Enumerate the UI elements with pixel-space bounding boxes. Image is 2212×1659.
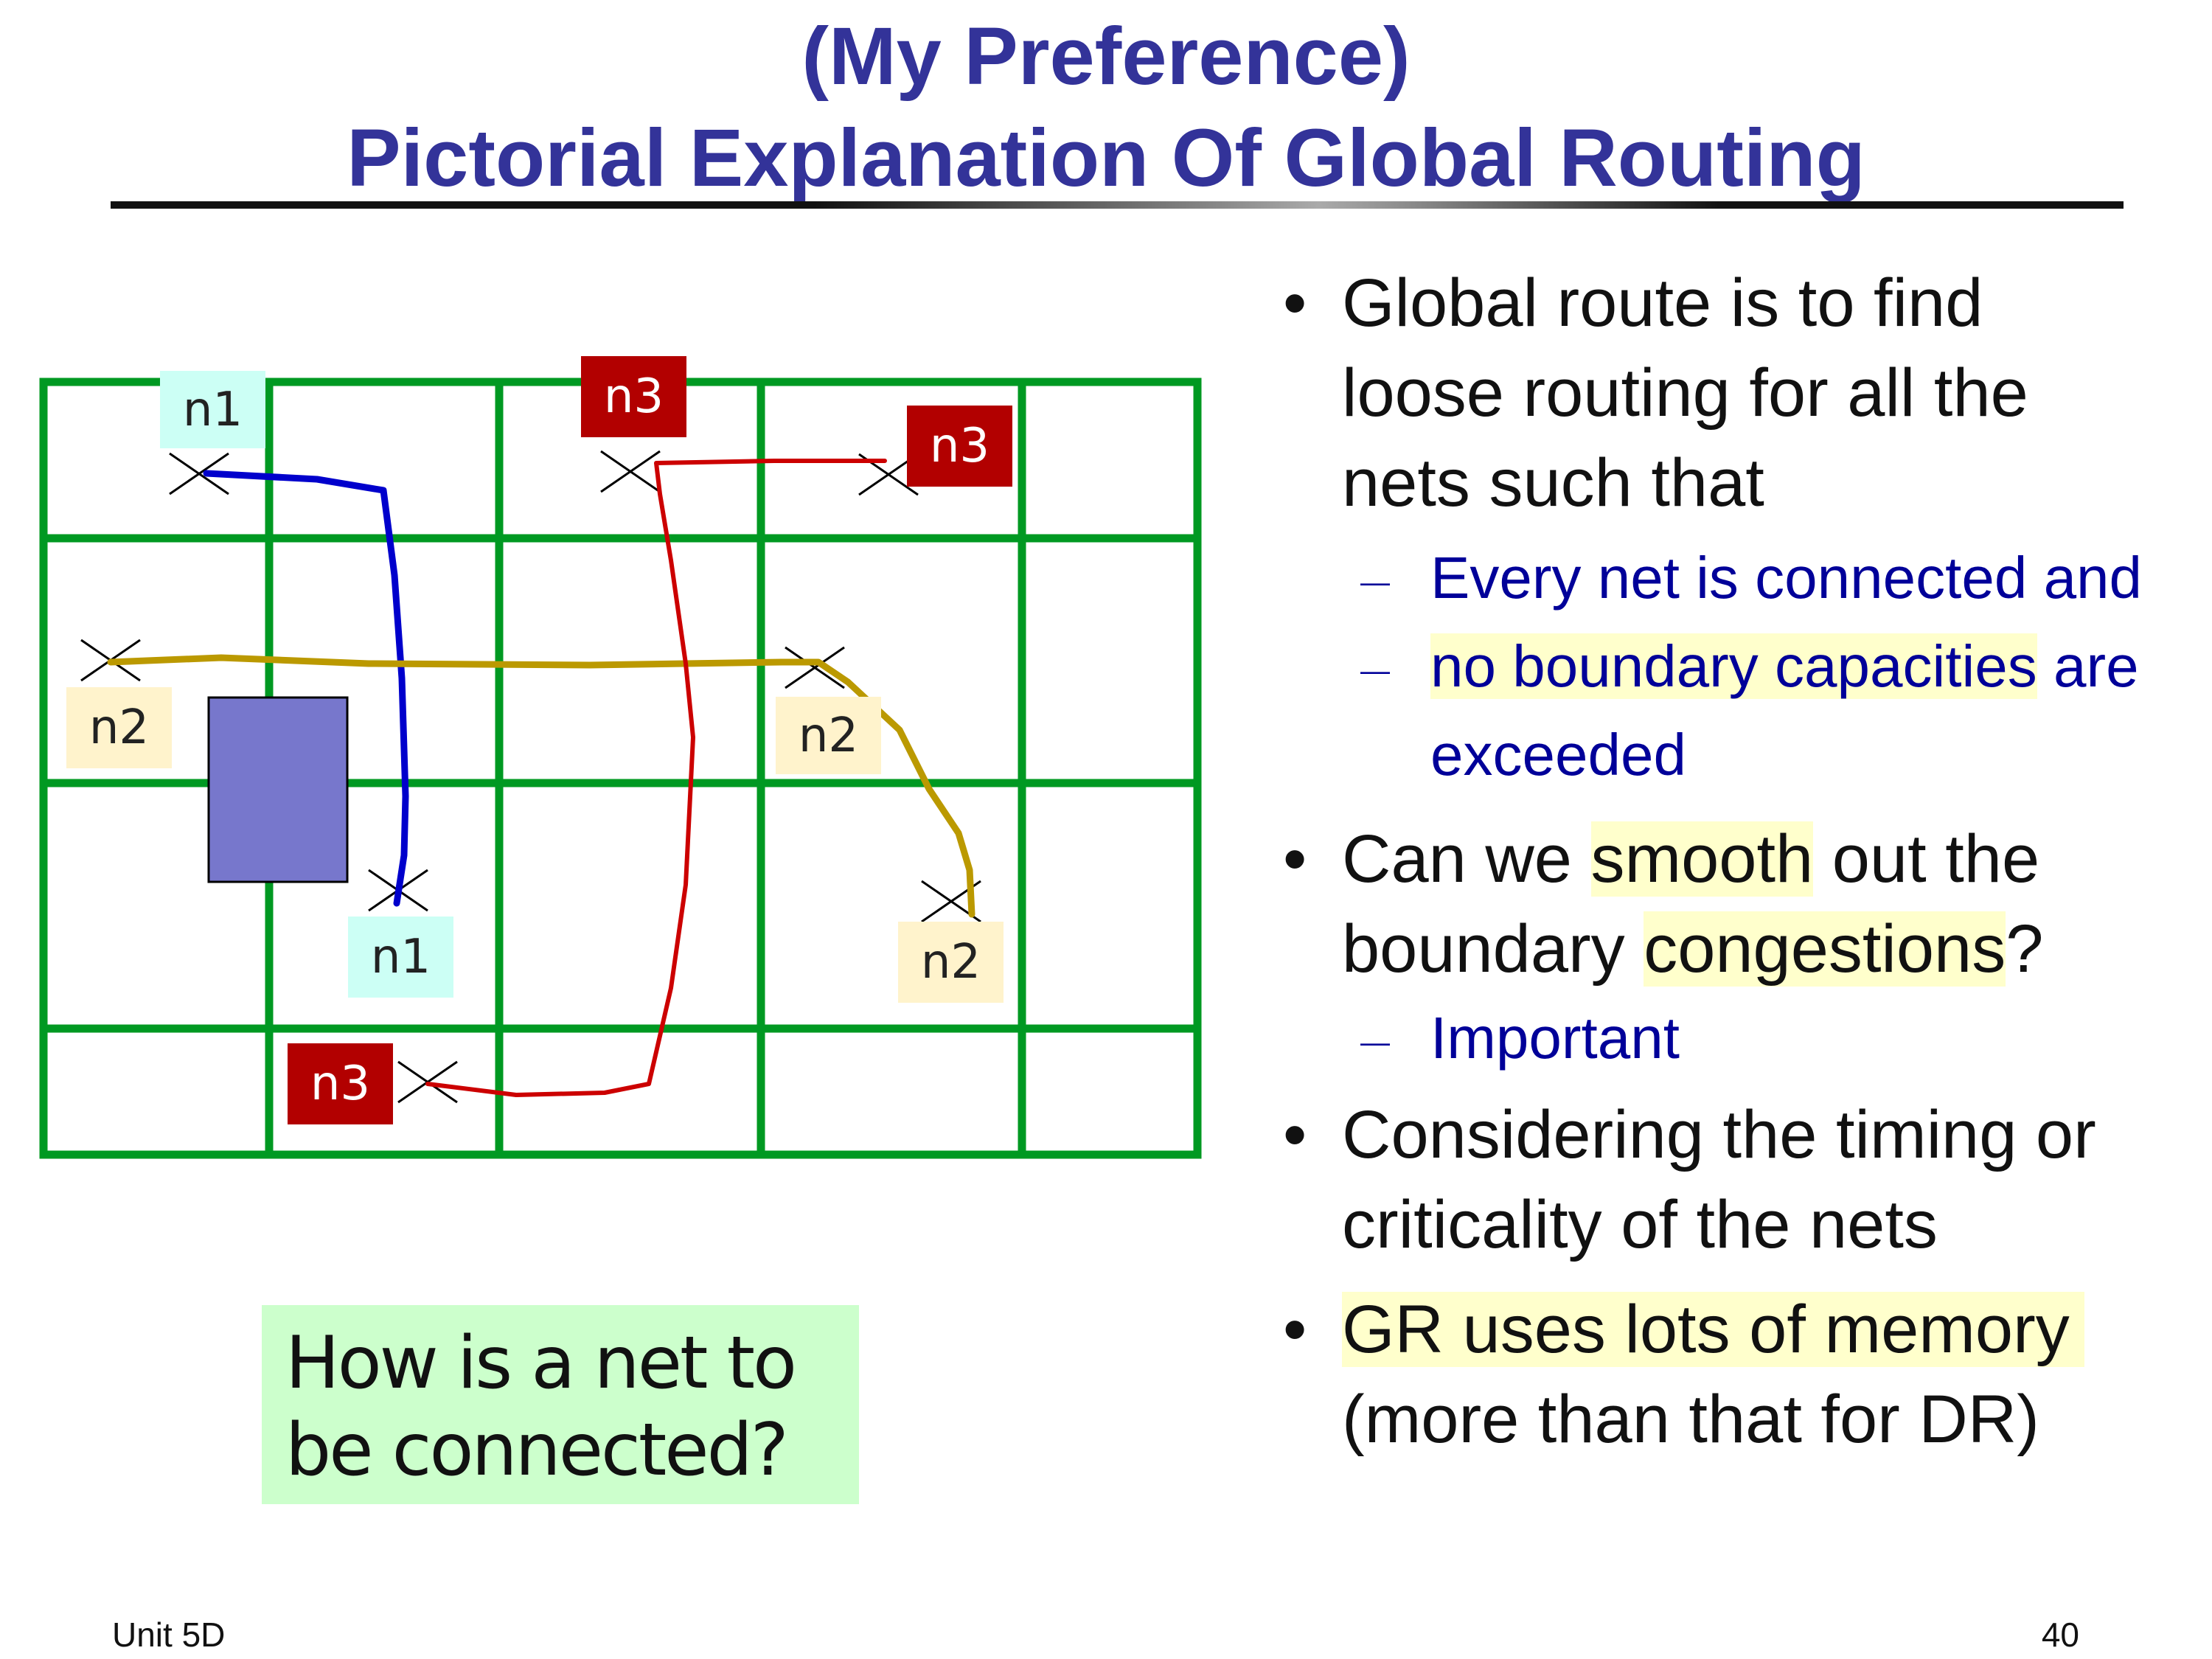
slide-title-line2: Pictorial Explanation Of Global Routing bbox=[347, 113, 1865, 204]
subbullet-dash: — bbox=[1360, 655, 1390, 687]
bullet-memory: • GR uses lots of memory (more than that… bbox=[1283, 1284, 2190, 1464]
subbullet-text: Important bbox=[1430, 1005, 1680, 1071]
highlighted-text: smooth bbox=[1590, 821, 1814, 897]
pin-marker-n3-top-left bbox=[600, 450, 661, 493]
pin-marker-n2-mid bbox=[785, 646, 845, 689]
bullet-text: out the bbox=[1813, 821, 2040, 897]
net-label-n2-left: n2 bbox=[66, 687, 172, 768]
net-label-n3-top-left: n3 bbox=[581, 356, 686, 437]
callout-text: be connected? bbox=[285, 1408, 789, 1492]
bullet-text: ? bbox=[2006, 911, 2044, 987]
bullet-global-route: • Global route is to find loose routing … bbox=[1283, 258, 2190, 528]
bullet-text: Global route is to find bbox=[1342, 265, 1983, 341]
callout-text: How is a net to bbox=[285, 1321, 797, 1405]
bullet-dot: • bbox=[1283, 265, 1307, 341]
net-label-n3-top-right: n3 bbox=[907, 406, 1012, 487]
bullet-dot: • bbox=[1283, 821, 1307, 897]
bullet-text: criticality of the nets bbox=[1342, 1187, 1938, 1262]
highlighted-text: GR uses lots of memory bbox=[1342, 1292, 2084, 1367]
route-n2 bbox=[107, 654, 975, 918]
bullet-dot: • bbox=[1283, 1097, 1307, 1172]
slide-title-line1: (My Preference) bbox=[801, 11, 1411, 102]
bullet-text: Considering the timing or bbox=[1342, 1097, 2096, 1172]
net-label-n3-bottom: n3 bbox=[288, 1043, 393, 1124]
subbullet-every-net: — Every net is connected and bbox=[1283, 534, 2190, 622]
subbullet-important: — Important bbox=[1283, 994, 2190, 1082]
route-n1 bbox=[203, 470, 409, 907]
title-underline bbox=[111, 201, 2124, 209]
page-number: 40 bbox=[2041, 1615, 2079, 1654]
net-label-n1-bottom: n1 bbox=[348, 917, 453, 998]
subbullet-dash: — bbox=[1360, 1026, 1390, 1059]
bullet-text: loose routing for all the bbox=[1342, 355, 2028, 431]
net-label-n1-top: n1 bbox=[160, 371, 265, 448]
footer-unit-label: Unit 5D bbox=[112, 1615, 226, 1654]
routing-obstacle bbox=[207, 696, 349, 883]
route-n3 bbox=[425, 459, 887, 1097]
subbullet-no-boundary: — no boundary capacities are exceeded bbox=[1283, 622, 2190, 799]
bullet-timing: • Considering the timing or criticality … bbox=[1283, 1090, 2190, 1270]
highlighted-text: congestions bbox=[1644, 911, 2006, 987]
pin-marker-n1-top bbox=[169, 452, 229, 495]
bullet-text: Can we bbox=[1342, 821, 1591, 897]
subbullet-dash: — bbox=[1360, 566, 1390, 599]
bullet-dot: • bbox=[1283, 1292, 1307, 1367]
subbullet-text: are bbox=[2037, 633, 2139, 699]
highlighted-text: no boundary capacities bbox=[1430, 633, 2037, 699]
subbullet-text: exceeded bbox=[1430, 722, 1686, 787]
subbullet-text: Every net is connected and bbox=[1430, 545, 2143, 611]
bullet-smooth: • Can we smooth out the boundary congest… bbox=[1283, 814, 2190, 994]
global-routing-diagram: n1 n1 n2 n2 n2 n3 n3 n3 bbox=[0, 0, 1253, 1253]
bullet-text: nets such that bbox=[1342, 445, 1764, 521]
question-callout: How is a net to be connected? bbox=[262, 1305, 859, 1504]
net-label-n2-right: n2 bbox=[898, 922, 1004, 1003]
bullet-text: boundary bbox=[1342, 911, 1644, 987]
bullet-text: (more than that for DR) bbox=[1342, 1382, 2039, 1457]
bullet-list: • Global route is to find loose routing … bbox=[1283, 258, 2190, 1464]
net-label-n2-mid: n2 bbox=[776, 697, 881, 774]
